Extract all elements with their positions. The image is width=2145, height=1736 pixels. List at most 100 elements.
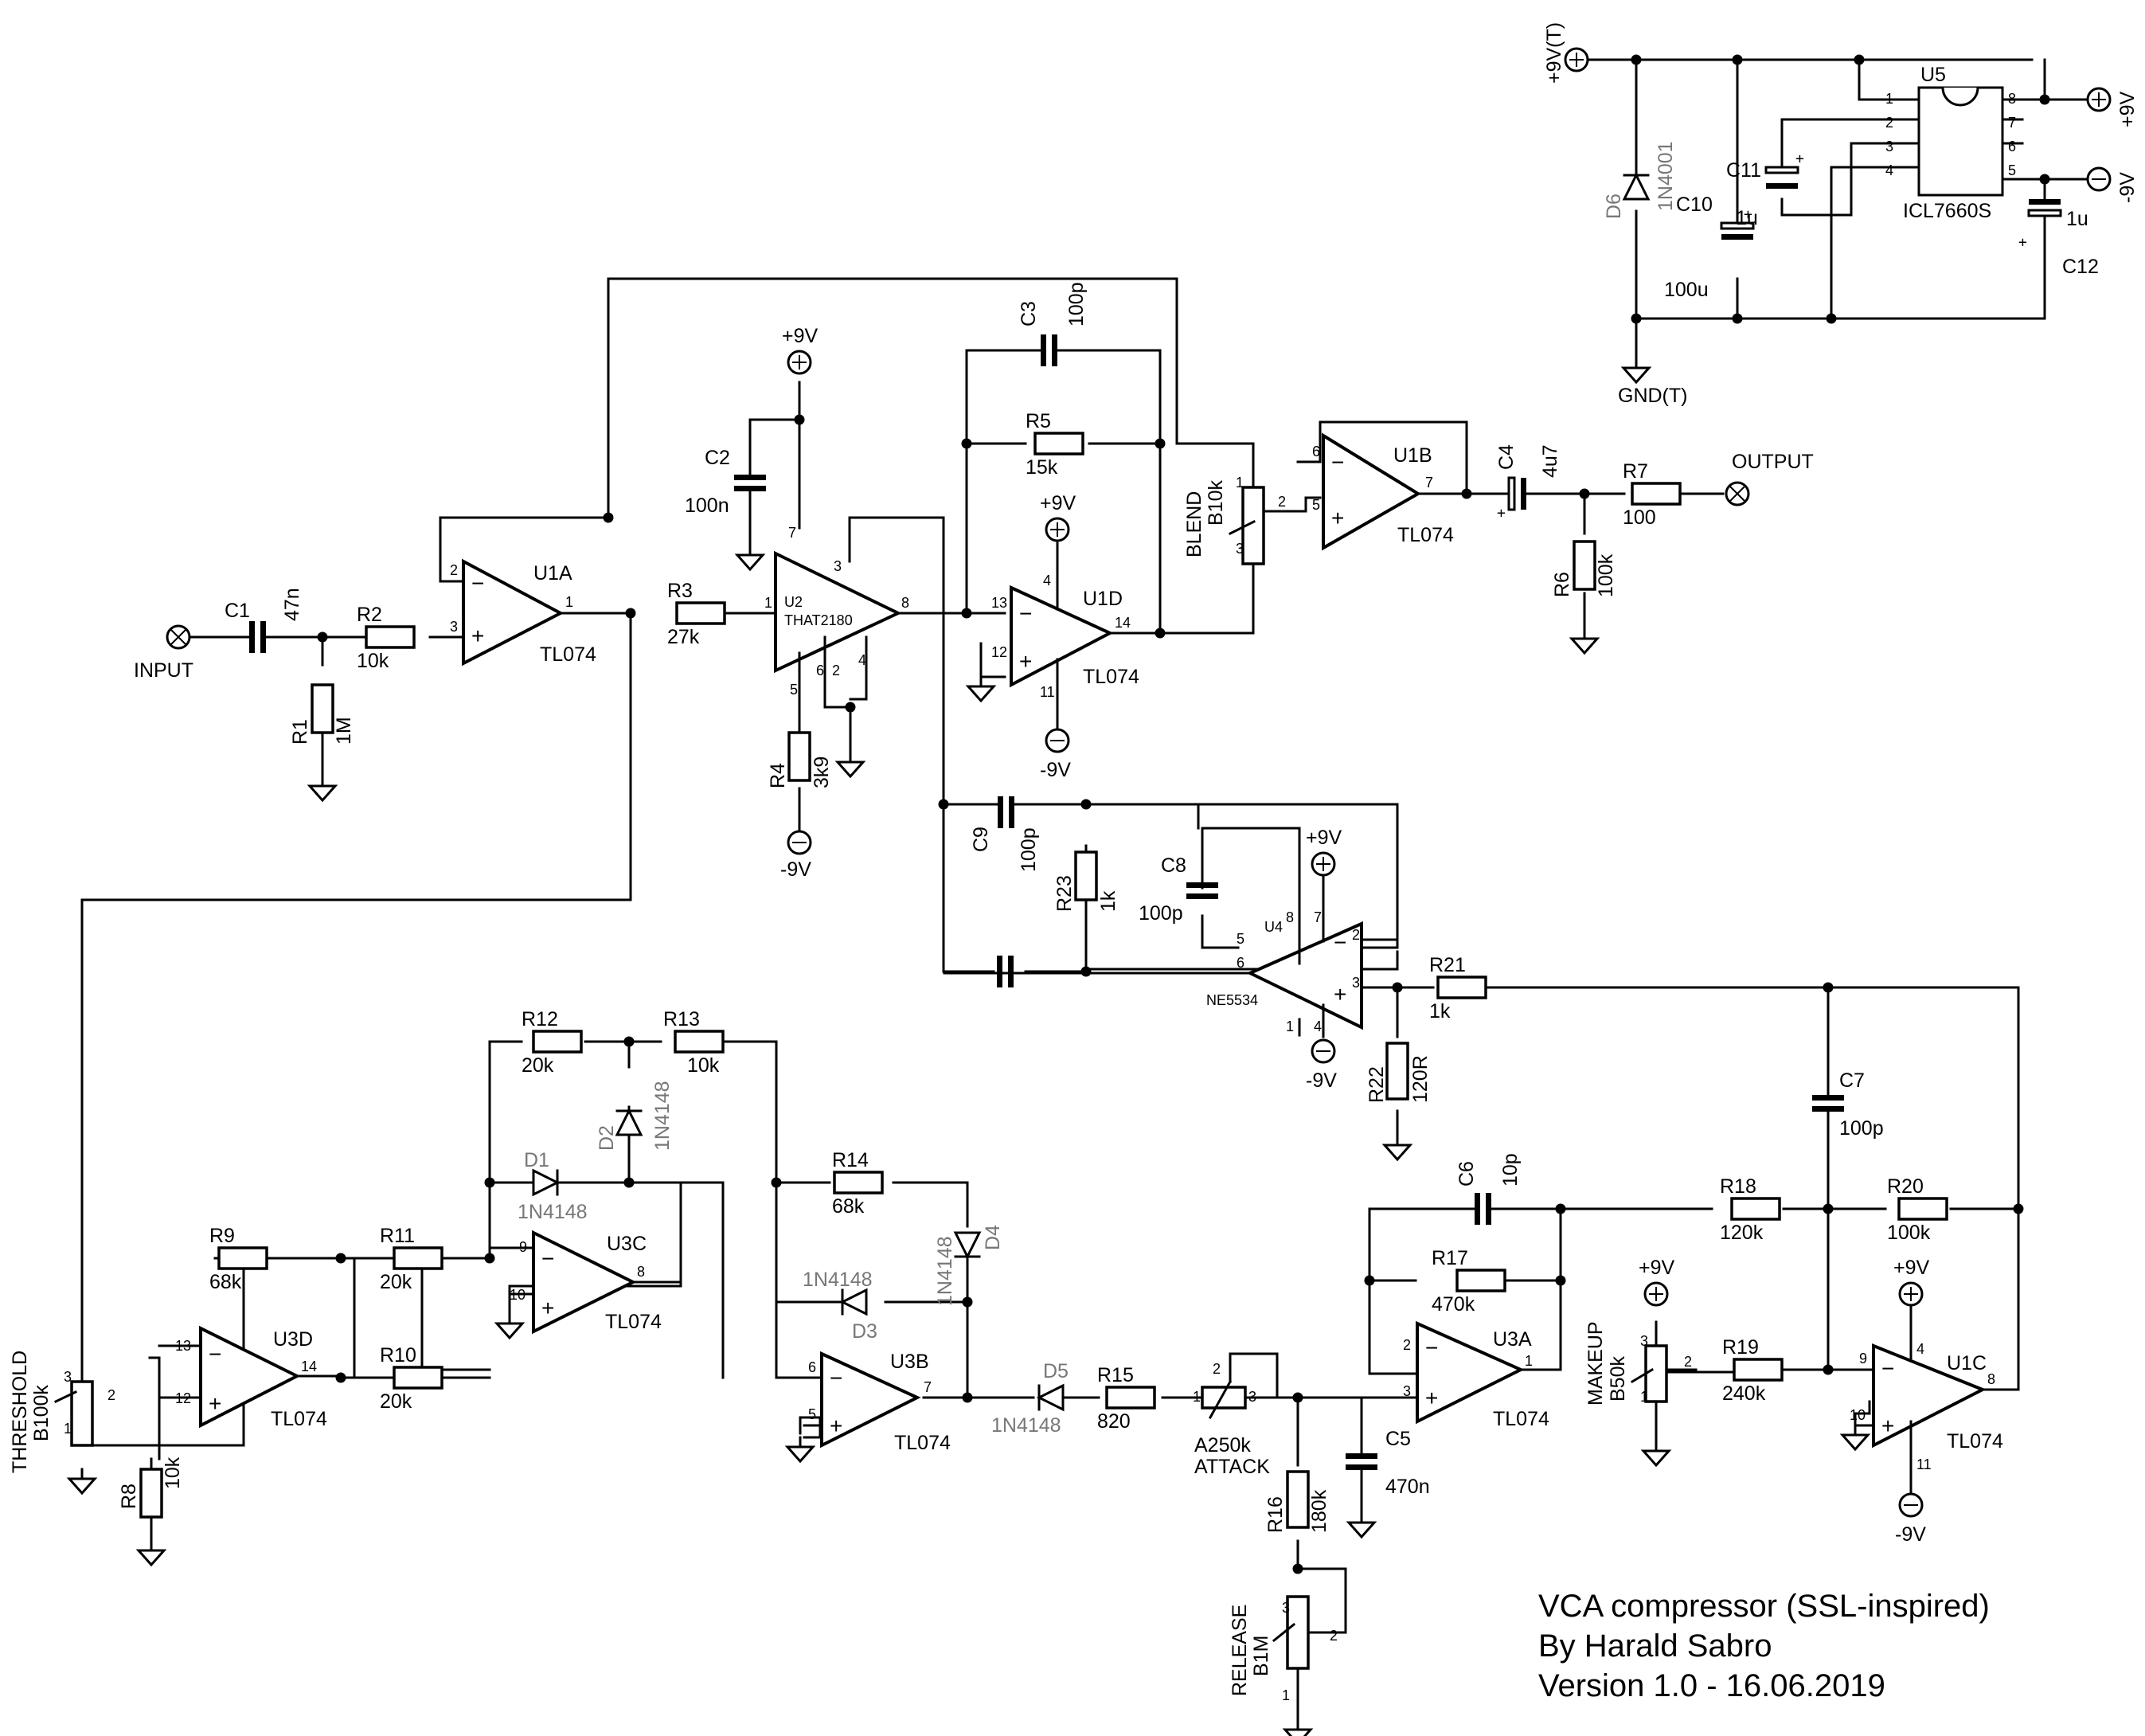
svg-text:11: 11 <box>1916 1456 1932 1472</box>
svg-text:R23: R23 <box>1053 875 1076 912</box>
svg-text:D2: D2 <box>596 1125 618 1151</box>
svg-text:R8: R8 <box>118 1484 140 1509</box>
svg-text:3: 3 <box>450 619 458 635</box>
svg-text:12: 12 <box>991 644 1007 660</box>
svg-text:TL074: TL074 <box>1947 1430 2003 1453</box>
gnd-label: GND(T) <box>1618 385 1687 407</box>
svg-text:8: 8 <box>2008 91 2016 107</box>
svg-text:14: 14 <box>301 1359 317 1374</box>
svg-text:C10: C10 <box>1676 194 1713 216</box>
svg-text:470n: 470n <box>1385 1476 1430 1498</box>
svg-text:3: 3 <box>1640 1333 1648 1349</box>
svg-text:+: + <box>1497 505 1506 522</box>
diode-D6: D6 1N4001 <box>1603 141 1677 219</box>
diode-D1: D1 1N4148 <box>518 1149 588 1223</box>
svg-text:+9V: +9V <box>1639 1257 1675 1279</box>
pot-makeup: 3 1 2 MAKEUP B50k <box>1584 1321 1736 1406</box>
svg-text:D1: D1 <box>524 1149 549 1171</box>
svg-text:R7: R7 <box>1623 460 1648 483</box>
svg-text:20k: 20k <box>522 1054 554 1077</box>
output-label: OUTPUT <box>1732 451 1814 473</box>
svg-text:1: 1 <box>1640 1389 1648 1405</box>
svg-text:-9V: -9V <box>780 858 811 881</box>
svg-text:C12: C12 <box>2062 256 2099 278</box>
capacitor-C3: C3 100p <box>1018 282 1088 366</box>
svg-text:U3C: U3C <box>607 1233 647 1255</box>
svg-text:47n: 47n <box>281 588 303 621</box>
svg-text:2: 2 <box>1684 1354 1692 1370</box>
svg-text:100p: 100p <box>1065 282 1088 326</box>
svg-text:8: 8 <box>1286 909 1294 925</box>
svg-text:1N4148: 1N4148 <box>518 1201 588 1223</box>
title-line-3: Version 1.0 - 16.06.2019 <box>1538 1668 1885 1703</box>
svg-text:R21: R21 <box>1429 954 1466 976</box>
svg-text:3: 3 <box>64 1369 72 1385</box>
svg-text:6: 6 <box>1237 955 1244 971</box>
svg-text:−: − <box>1331 450 1344 475</box>
svg-text:3: 3 <box>1282 1600 1290 1616</box>
vplus-t-label: +9V(T) <box>1543 22 1565 84</box>
svg-text:11: 11 <box>1040 684 1055 700</box>
ports: INPUT OUTPUT GND(T) +9V(T) +9V -9V +9V +… <box>134 22 2139 1546</box>
svg-text:C3: C3 <box>1018 301 1040 326</box>
svg-text:C9: C9 <box>970 827 992 852</box>
svg-text:+9V: +9V <box>782 325 819 347</box>
svg-text:13: 13 <box>991 595 1007 611</box>
title-line-1: VCA compressor (SSL-inspired) <box>1538 1589 1990 1624</box>
svg-text:1N4001: 1N4001 <box>1655 141 1677 211</box>
pot-blend: 132 BLEND B10k <box>1183 475 1286 565</box>
svg-text:+: + <box>1795 151 1804 167</box>
svg-text:−: − <box>1019 601 1032 626</box>
svg-text:120R: 120R <box>1409 1055 1432 1103</box>
svg-text:100u: 100u <box>1664 279 1709 301</box>
svg-text:68k: 68k <box>832 1195 865 1218</box>
svg-text:8: 8 <box>1987 1371 1995 1387</box>
capacitor-C9: C9 C9 <box>997 956 1014 987</box>
svg-text:B10k: B10k <box>1205 480 1227 526</box>
svg-text:B50k: B50k <box>1607 1356 1629 1402</box>
svg-text:4: 4 <box>1043 573 1051 588</box>
svg-text:1: 1 <box>1282 1687 1290 1703</box>
svg-text:C2: C2 <box>705 447 730 469</box>
svg-text:2: 2 <box>832 663 840 678</box>
svg-text:−: − <box>541 1246 554 1271</box>
svg-text:1k: 1k <box>1097 890 1119 912</box>
svg-text:-9V: -9V <box>1895 1523 1926 1546</box>
vplus-out-label: +9V <box>2116 91 2139 127</box>
svg-text:100k: 100k <box>1595 553 1617 597</box>
svg-text:MAKEUP: MAKEUP <box>1584 1321 1607 1406</box>
svg-text:820: 820 <box>1097 1410 1131 1433</box>
resistor-R15: R15 820 <box>1097 1364 1156 1433</box>
svg-text:4u7: 4u7 <box>1539 444 1561 478</box>
svg-text:100: 100 <box>1623 506 1656 529</box>
svg-text:2: 2 <box>1403 1337 1411 1353</box>
svg-text:B100k: B100k <box>30 1385 53 1441</box>
svg-text:8: 8 <box>901 595 909 611</box>
svg-text:+: + <box>2018 234 2027 251</box>
svg-text:3: 3 <box>1248 1389 1256 1405</box>
svg-text:U1A: U1A <box>533 562 572 585</box>
svg-text:3: 3 <box>834 558 842 574</box>
svg-text:7: 7 <box>2008 115 2016 131</box>
svg-text:+: + <box>1334 982 1346 1007</box>
svg-text:10k: 10k <box>357 650 389 672</box>
svg-text:7: 7 <box>1314 909 1322 925</box>
junctions <box>317 54 2050 1574</box>
svg-text:−: − <box>209 1342 221 1367</box>
svg-text:R15: R15 <box>1097 1364 1134 1386</box>
